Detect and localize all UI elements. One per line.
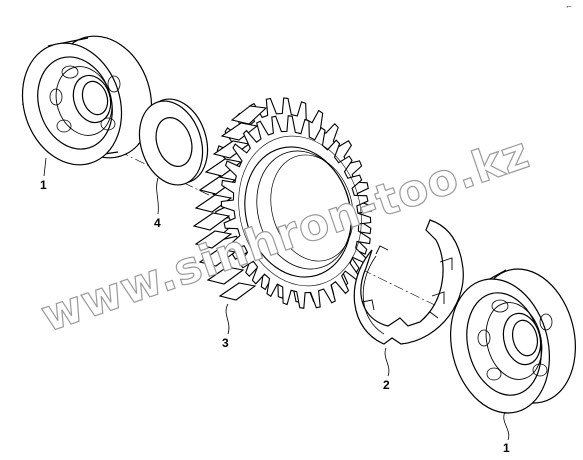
leader-lock-ring	[384, 347, 390, 377]
lock-ring	[353, 219, 464, 345]
bearing-top-left	[21, 35, 153, 166]
leader-gear	[225, 303, 230, 335]
leader-bearing-top	[43, 157, 47, 177]
callout-bearing-top-left: 1	[40, 178, 47, 192]
corner-mark: ⌐	[566, 3, 572, 11]
gear-tooth-faces	[192, 105, 268, 301]
leader-lines	[43, 157, 510, 441]
bearing-bottom-right	[450, 268, 576, 414]
helical-gear	[192, 97, 372, 309]
callout-thrust-washer: 4	[154, 216, 161, 230]
leader-washer	[156, 177, 159, 215]
callout-lock-ring: 2	[383, 378, 390, 392]
callout-helical-gear: 3	[222, 336, 229, 350]
thrust-washer	[138, 98, 209, 186]
leader-bearing-bottom	[503, 411, 510, 441]
callout-bearing-bottom-right: 1	[503, 441, 510, 455]
